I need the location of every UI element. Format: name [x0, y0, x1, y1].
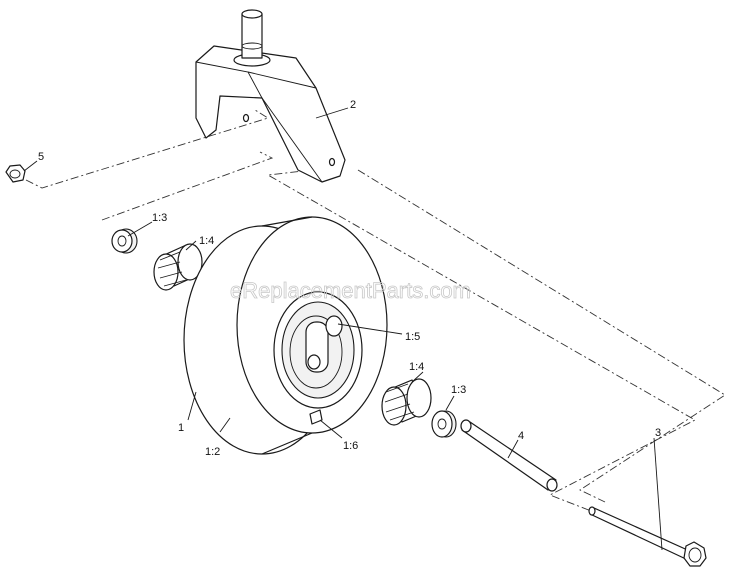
callout-tube: 4: [518, 430, 524, 442]
callout-wheel: 1: [178, 422, 184, 434]
frame-hole-left: [242, 113, 250, 123]
caster-fork-frame: [195, 9, 346, 183]
callout-tire: 1:2: [205, 446, 220, 458]
callout-valve: 1:6: [343, 440, 358, 452]
bolt-assembly-line: [357, 169, 726, 503]
nut-assembly-line: [25, 109, 270, 189]
callout-bearing-left: 1:4: [199, 235, 214, 247]
callout-nut: 5: [38, 151, 44, 163]
spacer-right: [431, 410, 457, 438]
wheel-assembly: [183, 216, 388, 455]
valve-stem: [309, 409, 323, 425]
frame-hole-right: [328, 157, 336, 167]
callout-bolt: 3: [655, 427, 661, 439]
callout-hub: 1:5: [405, 331, 420, 343]
bearing-right: [381, 378, 432, 426]
callout-spacer-left: 1:3: [152, 212, 167, 224]
callout-frame: 2: [350, 99, 356, 111]
spacer-left: [111, 228, 138, 254]
callout-bearing-right: 1:4: [409, 361, 424, 373]
nut: [5, 164, 26, 183]
leader-lines: [23, 107, 663, 551]
bearing-left: [153, 243, 203, 291]
callout-labels: 2 5 1:3 1:4 1:5 1:4 1:3 4 1 1:2 1:6 3: [38, 99, 661, 458]
watermark-text: eReplacementParts.com: [230, 278, 471, 303]
assembly-lines: [25, 109, 726, 531]
axle-assembly-line: [101, 151, 274, 221]
callout-spacer-right: 1:3: [451, 384, 466, 396]
axle-bolt: [588, 506, 707, 567]
